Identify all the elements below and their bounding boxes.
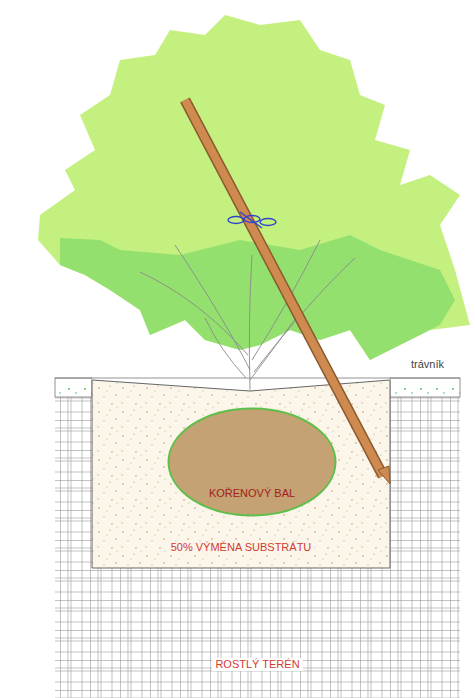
node-label: ROSTLÝ TERÉN: [212, 658, 302, 671]
tree-crown: [38, 15, 470, 360]
planting-pit-region: 50% VÝMĚNA SUBSTRÁTU KOŘENOVÝ BAL: [92, 378, 390, 568]
crown-shade: [60, 235, 455, 360]
root-ball: KOŘENOVÝ BAL: [167, 407, 337, 517]
terrain-line: [55, 378, 460, 379]
ground-region: ROSTLÝ TERÉN 50% VÝMĚNA SUBSTRÁTU KOŘENOVÝ…: [55, 378, 460, 698]
lawn-strip: [55, 378, 92, 397]
node-label: 50% VÝMĚNA SUBSTRÁTU: [168, 541, 315, 554]
lawn-strip: [390, 378, 460, 397]
lawn-label: trávník: [411, 358, 444, 370]
root-ball-shape: [169, 409, 336, 516]
stake-tip: [378, 466, 390, 484]
stake-tie: [228, 212, 276, 228]
ground-hatch: [55, 378, 460, 698]
node-label: KOŘENOVÝ BAL: [206, 487, 298, 500]
root-ball-outline: [167, 407, 337, 517]
